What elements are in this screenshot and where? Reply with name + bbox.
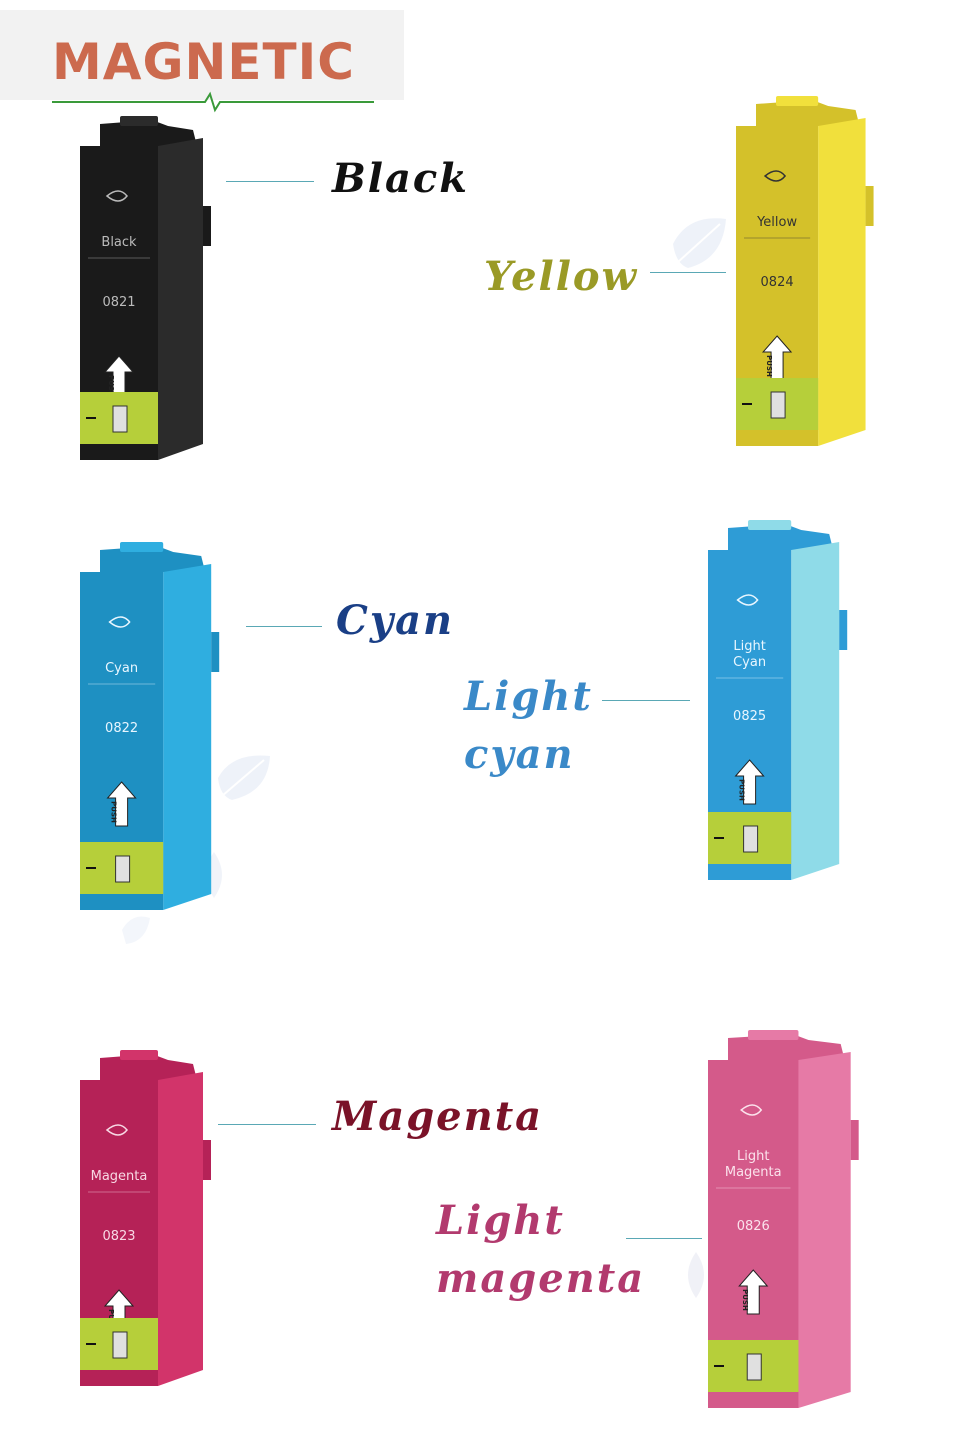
cartridge-latch bbox=[120, 116, 158, 126]
label-light-magenta: Light magenta bbox=[436, 1192, 645, 1308]
cartridge-clip bbox=[756, 100, 860, 126]
cartridge-side bbox=[163, 564, 212, 910]
label-light-cyan: Light cyan bbox=[464, 668, 593, 784]
ink-drop-icon bbox=[736, 594, 759, 606]
printed-color-name: Black bbox=[101, 235, 137, 250]
cartridge-side bbox=[158, 138, 203, 460]
printed-color-name: Light bbox=[737, 1149, 769, 1164]
connector-line bbox=[226, 181, 314, 182]
label-magenta: Magenta bbox=[332, 1093, 544, 1140]
cartridge-code: 0826 bbox=[737, 1219, 770, 1234]
connector-line bbox=[246, 626, 322, 627]
cartridge-nub bbox=[203, 1140, 211, 1180]
connector-line bbox=[626, 1238, 702, 1239]
ink-drop-icon bbox=[105, 190, 128, 202]
cartridge-clip bbox=[100, 1054, 197, 1080]
cartridge-clip bbox=[100, 120, 197, 146]
cartridge-clip bbox=[100, 546, 206, 572]
cartridge-nub bbox=[865, 186, 874, 226]
printed-color-name: Magenta bbox=[91, 1169, 148, 1184]
push-arrow-icon bbox=[106, 781, 137, 827]
push-text: PUSH bbox=[765, 355, 773, 377]
cartridge-yellow: Yellow 0824 PUSH bbox=[732, 92, 890, 454]
leaf-decoration bbox=[673, 218, 726, 268]
label-yellow: Yellow bbox=[484, 253, 639, 300]
ink-drop-icon bbox=[740, 1104, 763, 1116]
ink-drop-icon bbox=[763, 170, 787, 182]
push-text: PUSH bbox=[110, 801, 118, 823]
logo-banner: MAGNETIC bbox=[0, 10, 404, 113]
label-line: Light bbox=[436, 1197, 565, 1244]
leaf-decoration bbox=[688, 1252, 704, 1298]
brand-logo: MAGNETIC bbox=[52, 33, 355, 91]
cartridge-side bbox=[791, 542, 840, 880]
connector-line bbox=[602, 700, 690, 701]
cartridge-code: 0823 bbox=[102, 1229, 135, 1244]
cartridge-clip bbox=[728, 524, 834, 550]
cartridge-code: 0822 bbox=[105, 721, 138, 736]
printed-color-name: Magenta bbox=[725, 1165, 782, 1180]
label-line: magenta bbox=[436, 1255, 646, 1302]
chip-contact-icon bbox=[112, 405, 128, 433]
cartridge-latch bbox=[776, 96, 819, 106]
cartridge-side bbox=[158, 1072, 203, 1386]
cartridge-cyan: Cyan 0822 PUSH bbox=[76, 538, 236, 918]
cartridge-latch bbox=[120, 542, 164, 552]
cartridge-latch bbox=[748, 520, 792, 530]
push-text: PUSH bbox=[741, 1289, 749, 1311]
chip-contact-icon bbox=[746, 1353, 762, 1381]
chip-contact-icon bbox=[770, 391, 786, 419]
push-text: PUSH bbox=[738, 779, 746, 801]
push-arrow-icon bbox=[738, 1269, 769, 1315]
cartridge-code: 0821 bbox=[102, 295, 135, 310]
cartridge-black: Black 0821 PUSH bbox=[76, 112, 226, 468]
printed-color-name: Yellow bbox=[756, 215, 797, 230]
cartridge-nub bbox=[850, 1120, 859, 1160]
printed-color-name: Light bbox=[733, 639, 765, 654]
cartridge-latch bbox=[120, 1050, 158, 1060]
cartridge-magenta: Magenta 0823 PUSH bbox=[76, 1046, 226, 1394]
label-cyan: Cyan bbox=[336, 597, 455, 644]
connector-line bbox=[218, 1124, 316, 1125]
printed-color-name: Cyan bbox=[105, 661, 138, 676]
logo-underline bbox=[52, 91, 374, 113]
connector-line bbox=[650, 272, 726, 273]
ink-drop-icon bbox=[105, 1124, 128, 1136]
cartridge-nub bbox=[211, 632, 220, 672]
leaf-decoration bbox=[122, 916, 150, 944]
cartridge-latch bbox=[748, 1030, 799, 1040]
chip-contact-icon bbox=[115, 855, 131, 883]
leaf-decoration bbox=[218, 755, 270, 800]
cartridge-code: 0825 bbox=[733, 709, 766, 724]
cartridge-clip bbox=[728, 1034, 845, 1060]
label-black: Black bbox=[332, 155, 469, 202]
printed-color-name: Cyan bbox=[733, 655, 766, 670]
cartridge-nub bbox=[203, 206, 211, 246]
chip-contact-icon bbox=[112, 1331, 128, 1359]
label-line: cyan bbox=[464, 731, 575, 778]
push-text: PUSH bbox=[107, 375, 115, 397]
label-line: Light bbox=[464, 673, 593, 720]
cartridge-code: 0824 bbox=[761, 275, 794, 290]
cartridge-nub bbox=[839, 610, 848, 650]
chip-contact-icon bbox=[743, 825, 759, 853]
cartridge-side bbox=[818, 118, 866, 446]
cartridge-side bbox=[798, 1052, 851, 1408]
push-arrow-icon bbox=[734, 759, 765, 805]
ink-drop-icon bbox=[108, 616, 131, 628]
